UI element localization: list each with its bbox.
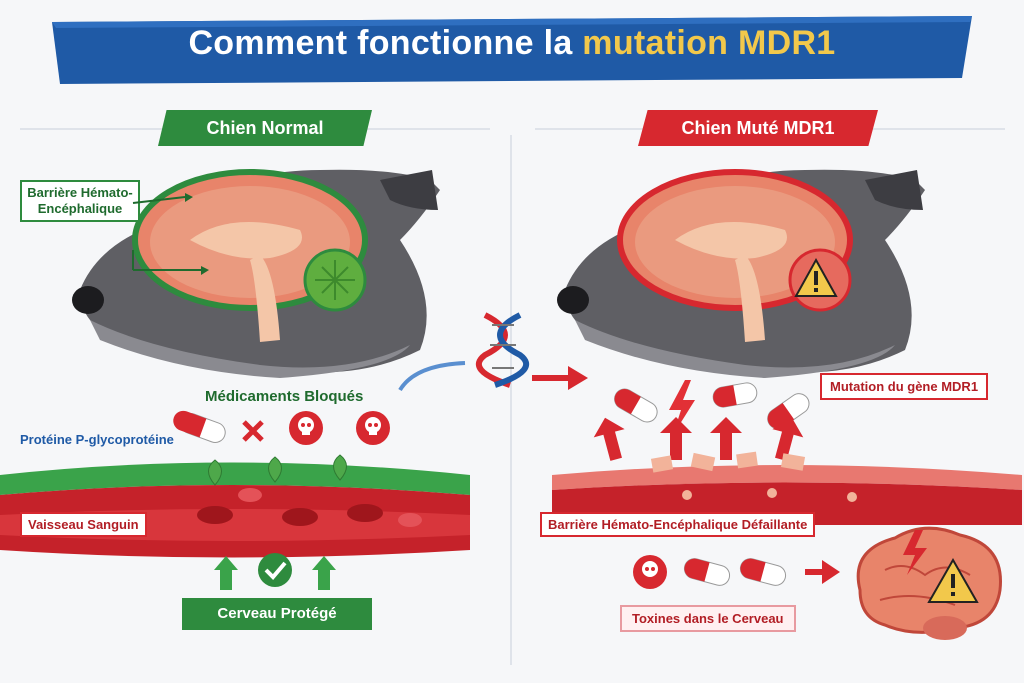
failing-bbb-label: Barrière Hémato-Encéphalique Défaillante [540, 512, 816, 537]
toxins-label: Toxines dans le Cerveau [620, 605, 796, 632]
dna-icon [476, 312, 529, 388]
bbb-label: Barrière Hémato-Encéphalique [20, 180, 140, 222]
check-icon [214, 553, 336, 590]
skull-icon [356, 411, 390, 445]
normal-dog-head [72, 169, 440, 378]
flow-arrow-left [398, 361, 466, 392]
mutation-label: Mutation du gène MDR1 [820, 373, 989, 400]
blood-vessel [0, 454, 470, 558]
warning-icon [794, 257, 838, 297]
title-part: Comment fonctionne la [188, 24, 583, 62]
skull-icon [289, 411, 323, 445]
bbb-arrow [132, 193, 209, 275]
normal-dog-heading: Chien Normal [158, 110, 372, 146]
pill-icon [173, 410, 226, 443]
flow-arrow-right [532, 366, 588, 390]
page-title: Comment fonctionne la mutation MDR1 [0, 24, 1024, 63]
mutated-dog-head [557, 169, 925, 378]
pgp-label: Protéine P-glycoprotéine [20, 432, 174, 447]
vessel-label: Vaisseau Sanguin [20, 512, 147, 537]
title-accent: mutation MDR1 [582, 24, 836, 62]
lightning-icon [669, 380, 695, 435]
brain-protected-label: Cerveau Protégé [182, 598, 372, 630]
mutated-dog-heading: Chien Muté MDR1 [638, 110, 878, 146]
toxin-icons [633, 555, 840, 589]
mutated-pills [614, 380, 810, 435]
cross-icon [242, 420, 264, 442]
blocked-drugs-label: Médicaments Bloqués [205, 388, 364, 405]
toxic-brain [856, 526, 1002, 640]
mutation-arrows [593, 417, 804, 461]
title-banner [52, 16, 972, 84]
center-divider [510, 135, 512, 665]
